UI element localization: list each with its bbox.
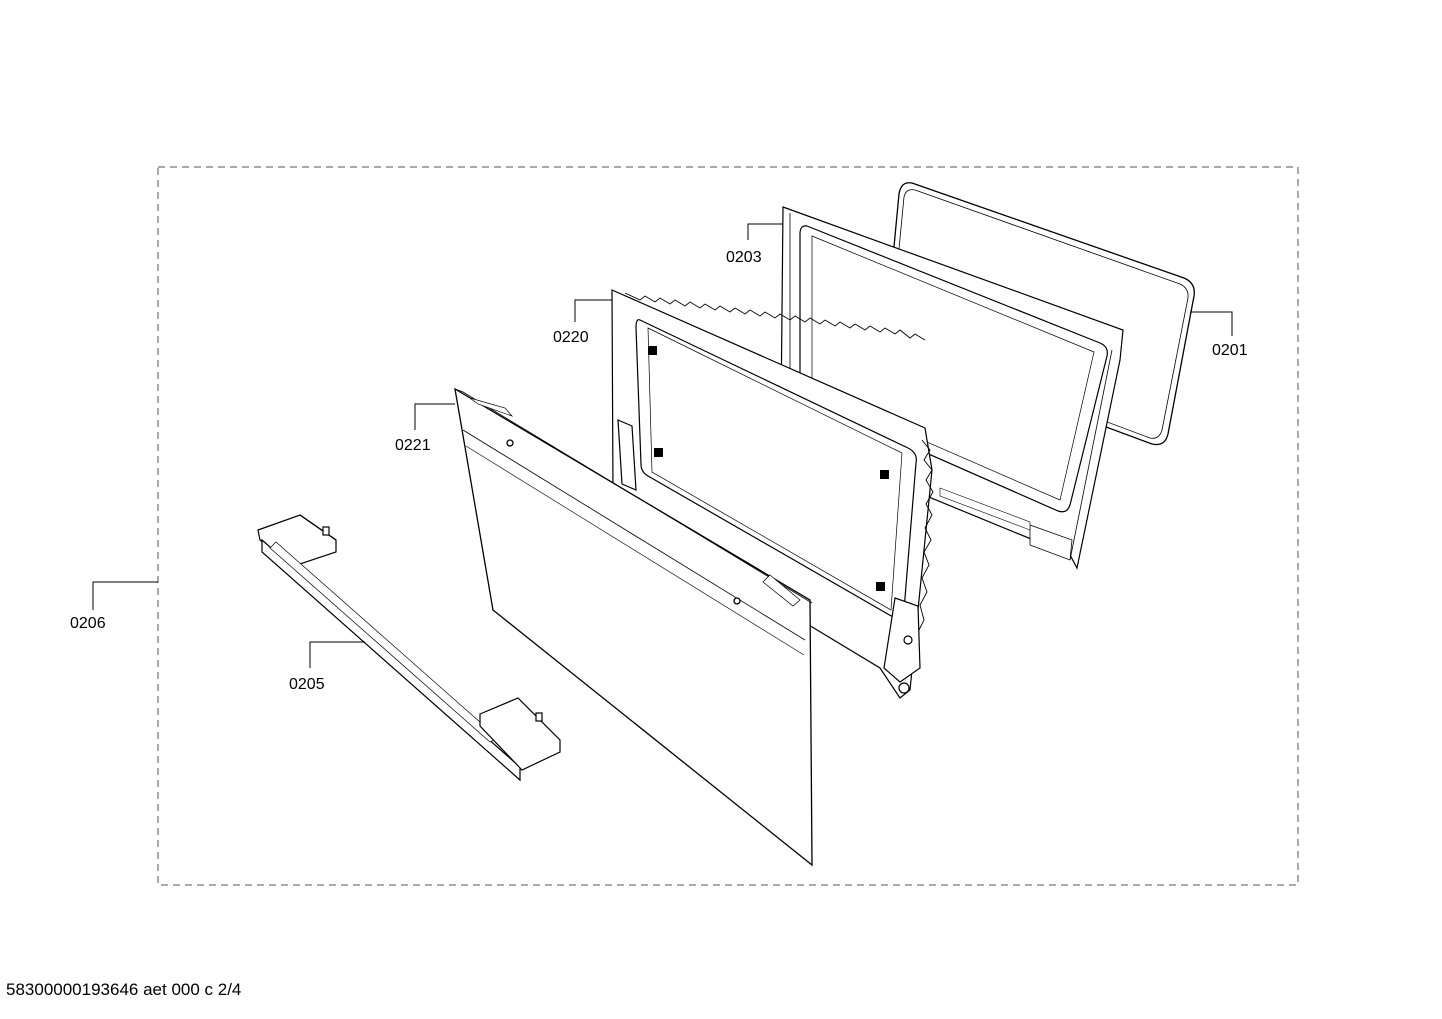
leader-0205 <box>309 641 365 668</box>
leader-0203 <box>747 223 783 240</box>
label-0201: 0201 <box>1212 342 1248 359</box>
leader-0221 <box>414 403 455 430</box>
leader-0206 <box>92 581 158 610</box>
leader-0220 <box>574 299 612 322</box>
part-0203-rear-frame <box>780 206 1124 570</box>
label-0206: 0206 <box>70 615 106 632</box>
document-code: 58300000193646 aet 000 c 2/4 <box>6 980 242 999</box>
label-0205: 0205 <box>289 676 325 693</box>
label-0203: 0203 <box>726 249 762 266</box>
part-0205-door-handle <box>257 514 561 782</box>
part-0221-outer-door-panel <box>454 387 813 867</box>
leader-0201 <box>1190 311 1233 336</box>
leader-lines <box>92 223 1233 668</box>
part-0220-middle-frame <box>611 289 934 699</box>
assembly-boundary <box>157 166 1299 886</box>
label-0221: 0221 <box>395 437 431 454</box>
label-0220: 0220 <box>553 329 589 346</box>
